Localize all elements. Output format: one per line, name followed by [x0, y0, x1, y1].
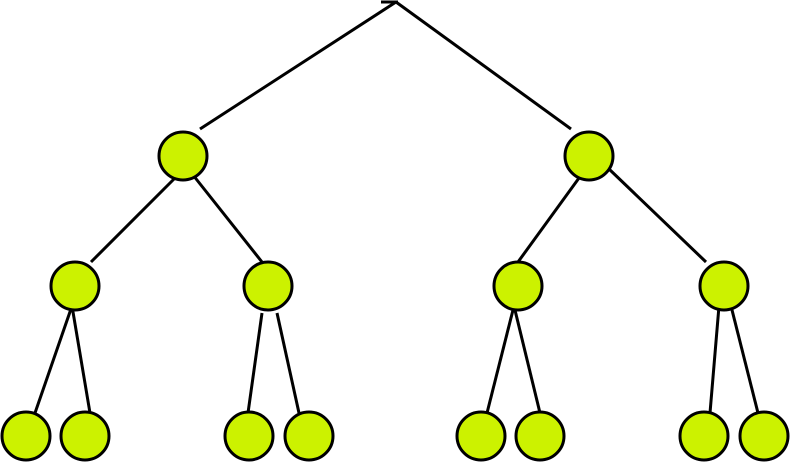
edge-n1b-n1b2 — [275, 312, 301, 414]
tree-node-n2b — [698, 260, 750, 312]
tree-node-n1b — [242, 260, 294, 312]
edge-n1b-n1b1 — [246, 312, 264, 414]
tree-node-n2b2 — [738, 410, 790, 462]
nodes — [0, 130, 790, 462]
tree-node-n1b2 — [283, 410, 335, 462]
edge-n2a-n2a1 — [485, 305, 516, 414]
edge-n1-n1b — [191, 174, 264, 263]
edges — [33, 0, 760, 414]
tree-node-n2b1 — [678, 410, 730, 462]
edge-n2a-n2a2 — [512, 305, 542, 414]
edge-n2b-n2b1 — [708, 305, 721, 414]
edge-root-n1 — [199, 0, 397, 131]
edge-n1a-n1a2 — [70, 305, 92, 414]
edge-n2b-n2b2 — [729, 305, 760, 414]
tree-node-n2a2 — [514, 410, 566, 462]
tree-node-n1a2 — [59, 410, 111, 462]
tree-node-n2a1 — [455, 410, 507, 462]
tree-node-n2 — [563, 130, 615, 182]
edge-n1a-n1a1 — [33, 305, 74, 414]
tree-node-n1a1 — [0, 410, 52, 462]
tree-node-n1 — [157, 130, 209, 182]
edge-n1-n1a — [89, 173, 180, 264]
tree-node-n1b1 — [223, 410, 275, 462]
edge-n2-n2a — [516, 177, 581, 263]
edge-root-n2 — [395, 0, 572, 131]
tree-node-n1a — [49, 260, 101, 312]
edge-n2-n2b — [607, 167, 708, 264]
tree-node-n2a — [492, 260, 544, 312]
